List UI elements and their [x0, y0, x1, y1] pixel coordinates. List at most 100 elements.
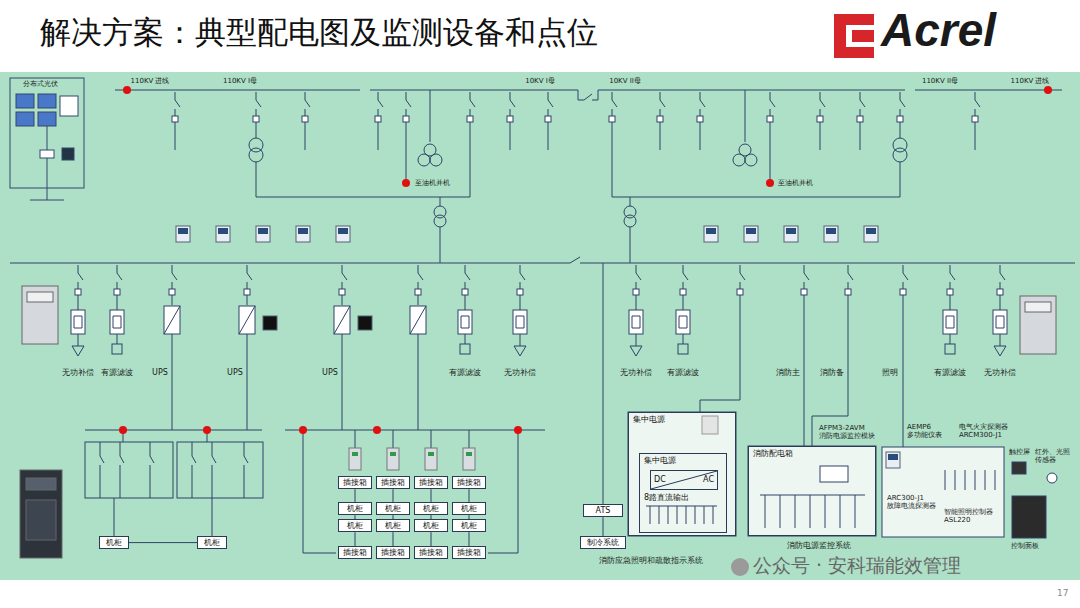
- wire: [578, 90, 598, 100]
- diagram-label: 红外、光照 传感器: [1034, 448, 1076, 464]
- diagram-label: 有源滤波: [666, 368, 700, 377]
- node-text: 集中电源: [633, 415, 731, 424]
- wire: [603, 263, 604, 504]
- monitor-device: [744, 226, 758, 242]
- diagram-label: AEMP6 多功能仪表: [906, 423, 950, 439]
- wire: [767, 92, 775, 132]
- wire: [410, 306, 426, 334]
- wire: [629, 310, 643, 334]
- wire: [115, 90, 1062, 91]
- wire: [256, 132, 470, 263]
- node-text: 消防配电箱: [753, 449, 871, 458]
- wire: [945, 344, 955, 354]
- wire: [123, 430, 207, 442]
- power-unit: 集中电源8路直流输出DCAC: [639, 453, 727, 533]
- wire: [943, 310, 957, 334]
- wire: [507, 92, 515, 132]
- solar-panel: [38, 94, 56, 108]
- wire: [460, 344, 470, 354]
- busway-box: 插接箱: [338, 476, 372, 489]
- diagonal-line: [651, 471, 717, 489]
- cabinet: [26, 500, 56, 540]
- rack-cell: 机柜: [452, 502, 486, 515]
- wire: [249, 148, 263, 162]
- diagram-label: 触控屏: [1008, 448, 1031, 456]
- node-text: 插接箱: [418, 478, 444, 487]
- busway-box: 插接箱: [414, 476, 448, 489]
- monitor-device: [425, 448, 437, 470]
- system-panel: [628, 412, 1057, 538]
- diagram-label: UPS: [321, 368, 339, 377]
- node-text: 机柜: [103, 538, 125, 547]
- wire: [430, 90, 431, 142]
- wire: [10, 90, 1075, 553]
- system-panel: [646, 506, 717, 524]
- wire: [897, 92, 905, 132]
- diagram-label: 10KV II母: [608, 77, 642, 85]
- wire: [375, 92, 383, 132]
- system-panel: [628, 412, 736, 536]
- red-monitor-point: [514, 426, 522, 434]
- system-panel: [945, 470, 995, 490]
- rack-cell: 机柜: [338, 502, 372, 515]
- wire: [403, 92, 411, 132]
- solar-panel: [10, 78, 84, 200]
- connector-line: [469, 489, 470, 502]
- wire: [657, 92, 665, 132]
- wire: [75, 265, 83, 305]
- logo-text: Acrel: [880, 4, 997, 57]
- diagram-label: 至油机并机: [777, 179, 814, 187]
- watermark: 公众号 · 安科瑞能效管理: [752, 555, 962, 577]
- diagram-label: 消防主: [775, 368, 801, 377]
- red-monitor-point: [402, 179, 410, 187]
- node-text: 机柜: [456, 504, 482, 513]
- wire: [100, 442, 154, 498]
- busway-box: 插接箱: [338, 546, 372, 559]
- watermark-icon: [731, 558, 749, 576]
- wire: [817, 92, 825, 132]
- monitor-device: [358, 316, 372, 330]
- wire: [164, 306, 180, 334]
- red-monitor-point: [119, 426, 127, 434]
- wire: [972, 92, 980, 132]
- logo-mark: [852, 30, 874, 42]
- node-text: DC: [654, 475, 666, 484]
- system-panel: [820, 466, 848, 482]
- diagram-label: 无功补偿: [61, 368, 95, 377]
- monitor-device: [263, 316, 277, 330]
- diagram-label: UPS: [151, 368, 169, 377]
- busway-box: 插接箱: [414, 546, 448, 559]
- wire: [609, 92, 617, 132]
- wire: [177, 442, 263, 498]
- converter-box: DCAC: [650, 470, 718, 490]
- node-text: 机柜: [342, 504, 368, 513]
- node-text: 8路直流输出: [644, 493, 722, 502]
- monitor-device: [824, 226, 838, 242]
- cabinet: [22, 286, 58, 344]
- monitor-device: [176, 226, 190, 242]
- wire: [418, 154, 430, 166]
- wire: [169, 265, 177, 305]
- logo-mark: [834, 14, 874, 58]
- wire: [114, 498, 212, 536]
- cabinet: [1020, 296, 1056, 354]
- diagram-label: 无功补偿: [619, 368, 653, 377]
- wire: [244, 265, 252, 305]
- node-text: 机柜: [380, 504, 406, 513]
- monitor-device: [784, 226, 798, 242]
- wire: [85, 442, 173, 498]
- diagram-ground: [0, 72, 1080, 580]
- node-text: 机柜: [418, 521, 444, 530]
- diagram-label: 无功补偿: [503, 368, 537, 377]
- monitor-device: [463, 448, 475, 470]
- rack-cell: 机柜: [338, 519, 372, 532]
- cooling-box: 制冷系统: [580, 536, 626, 549]
- system-panel: [886, 452, 900, 468]
- node-text: 机柜: [342, 521, 368, 530]
- connector-line: [469, 532, 470, 546]
- diagram-label: 消防电源监控系统: [786, 541, 852, 550]
- wire: [676, 310, 690, 334]
- wire: [700, 305, 740, 412]
- rack-cell: 机柜: [414, 519, 448, 532]
